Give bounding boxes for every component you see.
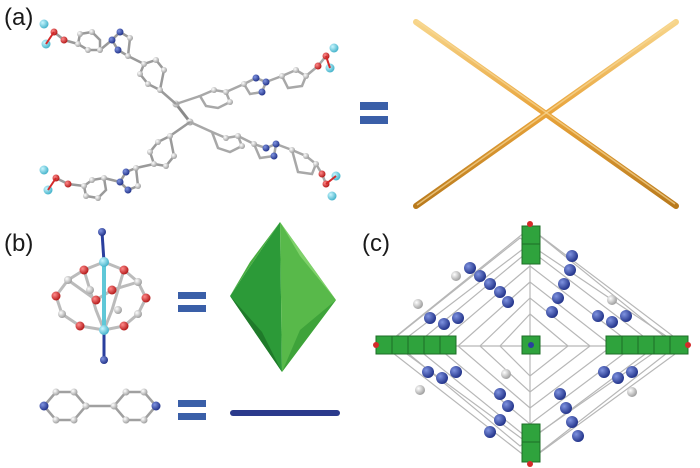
panel-label-c: (c) bbox=[362, 230, 390, 257]
topology-cross-rods bbox=[413, 19, 679, 209]
linker-line-symbol bbox=[230, 410, 340, 416]
framework-green-chains bbox=[373, 221, 691, 467]
ligand-atoms-lower-right bbox=[223, 133, 341, 201]
ligand-arm-upper-left bbox=[53, 30, 177, 105]
equals-sign-a bbox=[360, 102, 388, 124]
panel-label-a: (a) bbox=[4, 4, 34, 31]
framework-blue-spheres bbox=[413, 250, 638, 442]
ligand-arm-upper-right bbox=[175, 55, 327, 110]
equals-sign-b-upper bbox=[178, 292, 206, 312]
ligand-arm-lower-right bbox=[189, 120, 328, 185]
octahedron-polyhedron bbox=[230, 222, 336, 372]
ligand-atoms-lower-left bbox=[39, 133, 177, 201]
ligand-atoms-upper-left bbox=[39, 19, 167, 93]
ligand-molecule bbox=[39, 19, 341, 201]
framework-structure bbox=[373, 221, 691, 467]
bipyridine-linker bbox=[39, 388, 161, 424]
panel-label-b: (b) bbox=[4, 230, 34, 257]
metal-cluster bbox=[51, 228, 151, 364]
equals-sign-b-lower bbox=[178, 400, 206, 420]
ligand-atoms-upper-right bbox=[211, 43, 339, 105]
